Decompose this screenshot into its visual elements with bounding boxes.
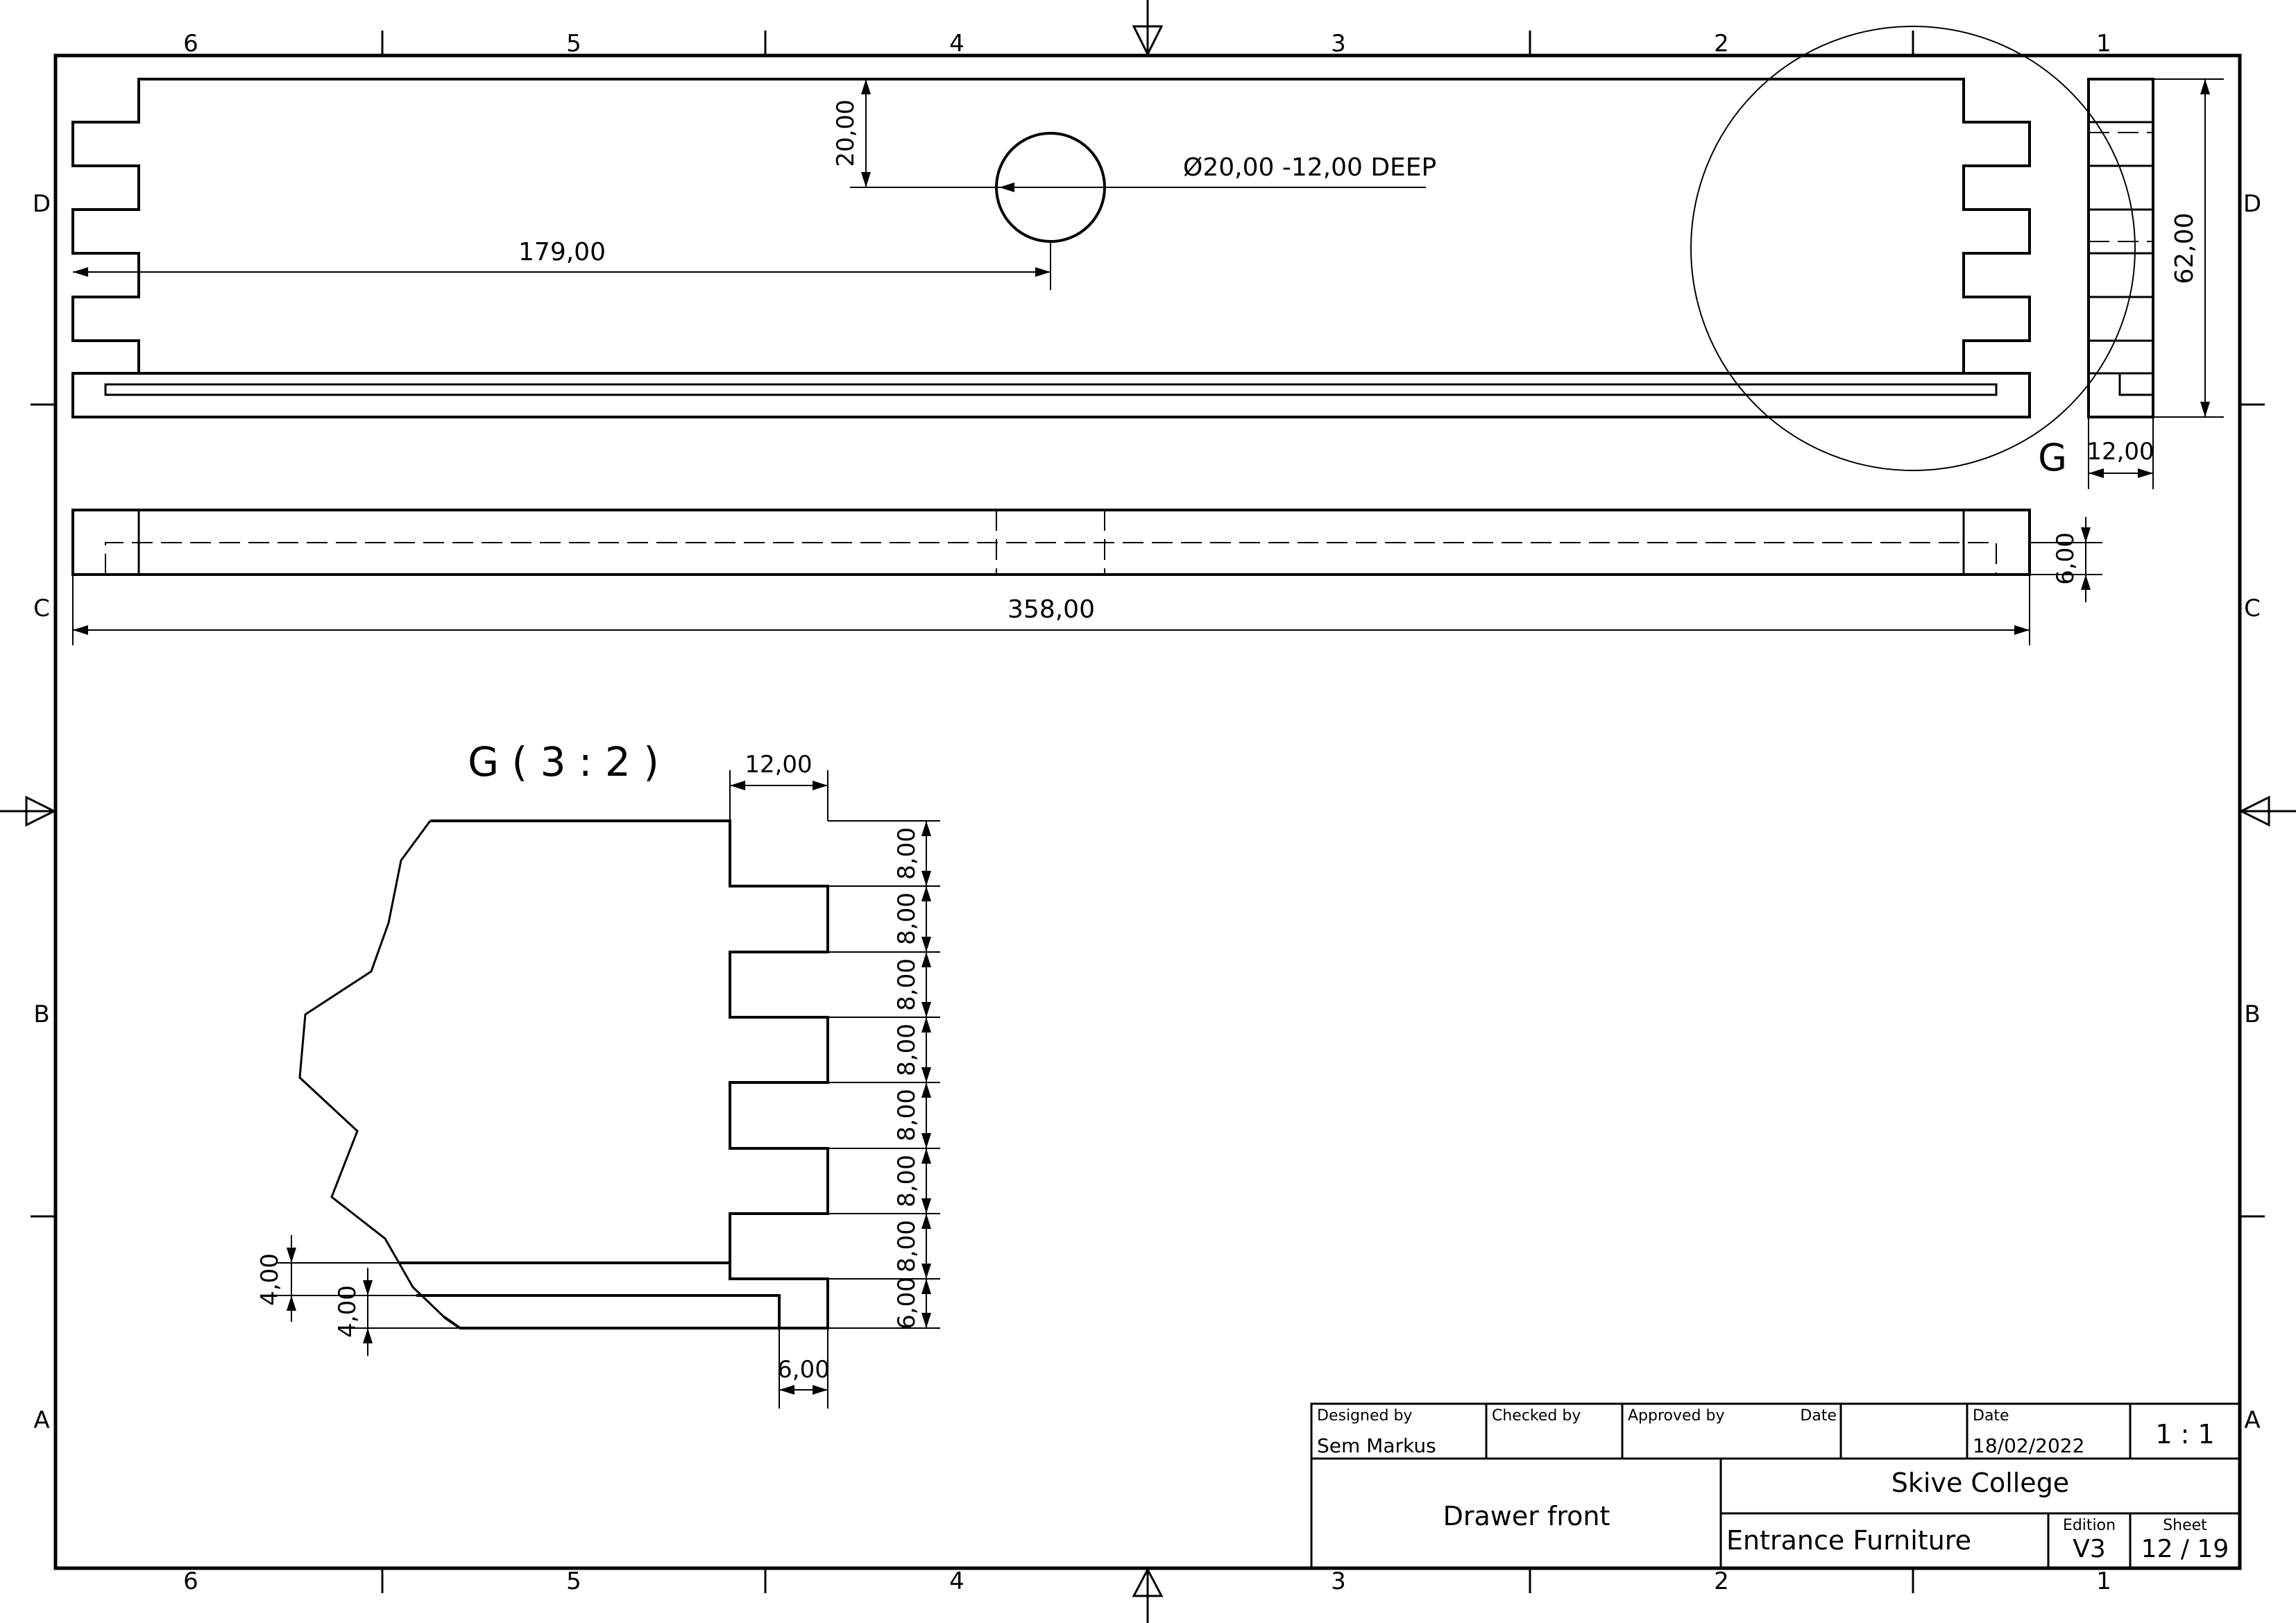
zone-row-b-right: B <box>2244 1001 2260 1028</box>
checked-by-label: Checked by <box>1492 1407 1581 1425</box>
zone-row-a-left: A <box>33 1407 49 1434</box>
zone-row-c-left: C <box>33 595 50 622</box>
front-view: 20,00 Ø20,00 -12,00 DEEP 179,00 G <box>71 26 2136 479</box>
detail-pitch-dim-3: 8,00 <box>893 958 921 1011</box>
drawing-title: Drawer front <box>1443 1501 1610 1531</box>
zone-row-d-left: D <box>33 190 51 218</box>
zone-row-d-right: D <box>2243 190 2261 218</box>
zone-col-3-bottom: 3 <box>1331 1567 1346 1595</box>
groove-depth-dim: 6,00 <box>2052 532 2080 585</box>
zone-col-6-bottom: 6 <box>183 1567 198 1595</box>
date-label: Date <box>1973 1407 2009 1425</box>
zone-col-3-top: 3 <box>1331 30 1346 58</box>
scale-value: 1 : 1 <box>2155 1419 2214 1450</box>
zone-col-1-top: 1 <box>2096 30 2111 58</box>
zone-ticks <box>31 31 2265 1593</box>
detail-pitch-dim-5: 8,00 <box>893 1089 921 1141</box>
zone-col-2-top: 2 <box>1714 30 1729 58</box>
zone-col-1-bottom: 1 <box>2096 1567 2111 1595</box>
zone-row-b-left: B <box>33 1001 49 1028</box>
hole-position-dim: 179,00 <box>518 238 606 266</box>
edition-label: Edition <box>2063 1517 2116 1534</box>
detail-pitch-dim-1: 8,00 <box>893 827 921 880</box>
company-name: Skive College <box>1891 1468 2069 1498</box>
designed-by-label: Designed by <box>1317 1407 1412 1425</box>
zone-col-6-top: 6 <box>183 30 198 58</box>
side-view: 62,00 12,00 <box>2086 78 2224 489</box>
detail-pitch-dim-4: 8,00 <box>893 1023 921 1076</box>
side-thickness-dim: 12,00 <box>2086 438 2154 466</box>
sheet-label: Sheet <box>2163 1517 2207 1534</box>
drawing-frame <box>53 53 2242 1570</box>
detail-g-outline <box>430 819 829 1329</box>
zone-col-4-bottom: 4 <box>949 1567 964 1595</box>
approved-by-label: Approved by <box>1628 1407 1725 1425</box>
zone-col-5-bottom: 5 <box>566 1567 581 1595</box>
detail-g-circle <box>1690 26 2136 471</box>
zone-row-a-right: A <box>2244 1407 2260 1434</box>
front-view-outline <box>71 78 2031 418</box>
detail-groove-dim-a: 4,00 <box>256 1253 284 1306</box>
hole-note: Ø20,00 -12,00 DEEP <box>1183 153 1436 182</box>
detail-groove-dim-b: 4,00 <box>334 1285 362 1338</box>
detail-top-width-dim: 12,00 <box>745 751 812 779</box>
detail-bottom-width-dim: 6,00 <box>777 1356 830 1384</box>
designed-by-value: Sem Markus <box>1317 1434 1436 1457</box>
detail-g-label: G <box>2038 436 2067 479</box>
zone-col-4-top: 4 <box>949 30 964 58</box>
zone-col-5-top: 5 <box>566 30 581 58</box>
detail-pitch-dim-8: 6,00 <box>893 1277 921 1329</box>
hole-offset-dim: 20,00 <box>832 99 860 167</box>
title-block: Designed by Sem Markus Checked by Approv… <box>1310 1402 2241 1570</box>
detail-g-title: G ( 3 : 2 ) <box>468 738 659 785</box>
detail-g-view: G ( 3 : 2 ) 12,00 <box>256 738 940 1409</box>
zone-row-c-right: C <box>2244 595 2261 622</box>
sheet-value: 12 / 19 <box>2141 1535 2229 1563</box>
side-height-dim: 62,00 <box>2170 212 2199 284</box>
top-view: 358,00 6,00 <box>71 509 2102 645</box>
date-value: 18/02/2022 <box>1973 1434 2084 1457</box>
detail-pitch-dim-7: 8,00 <box>893 1220 921 1273</box>
total-length-dim: 358,00 <box>1007 595 1095 624</box>
approved-date-label: Date <box>1800 1407 1837 1425</box>
zone-col-2-bottom: 2 <box>1714 1567 1729 1595</box>
detail-pitch-dim-6: 8,00 <box>893 1155 921 1207</box>
project-name: Entrance Furniture <box>1726 1525 1971 1556</box>
detail-pitch-dim-2: 8,00 <box>893 892 921 945</box>
zone-labels: 6 5 4 3 2 1 6 5 4 3 2 1 D C B A D C B A <box>33 30 2261 1595</box>
edition-value: V3 <box>2073 1535 2106 1563</box>
